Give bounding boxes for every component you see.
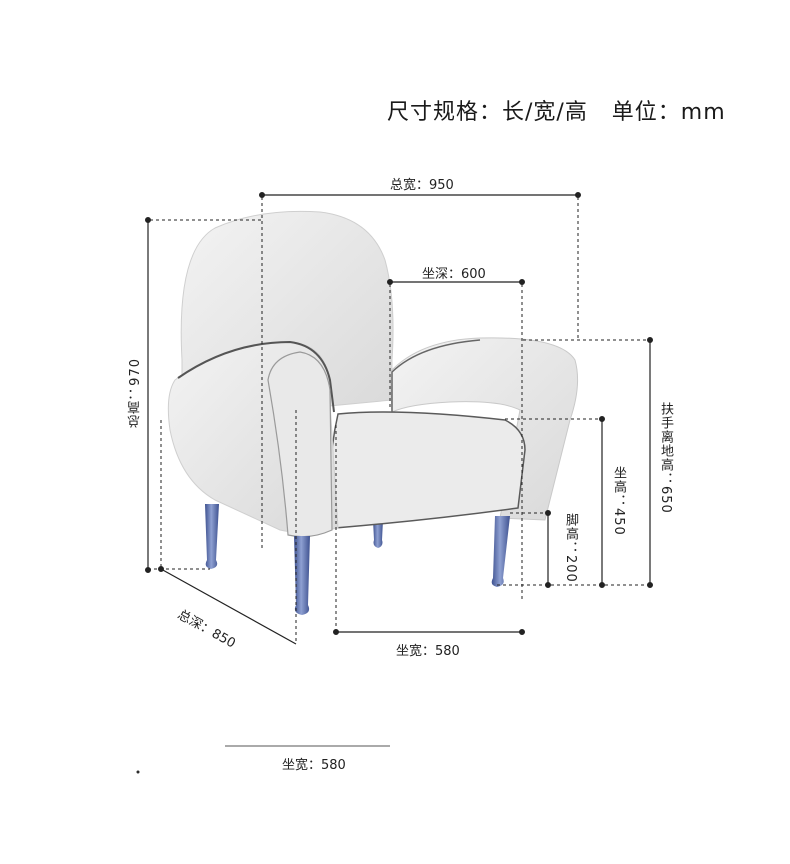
seat-width-label: 坐宽：580 <box>396 644 460 659</box>
dimension-lines <box>136 192 653 774</box>
total-height-label: 总高：970 <box>128 358 143 428</box>
total-width-label: 总宽：950 <box>390 178 454 193</box>
seat-width-bottom-label: 坐宽：580 <box>282 758 346 773</box>
front-leg-right <box>491 516 510 587</box>
front-leg-center <box>294 536 310 615</box>
spec-title: 尺寸规格：长/宽/高 单位：mm <box>387 100 726 125</box>
back-leg-center <box>373 520 383 548</box>
right-armrest <box>389 337 579 521</box>
left-arm-front <box>267 351 333 538</box>
left-arm-piping <box>177 340 335 413</box>
seat-depth-label: 坐深：600 <box>422 267 486 282</box>
leg-height-label: 脚高：200 <box>563 513 578 583</box>
seat-cushion <box>329 411 526 529</box>
seat-height-label: 坐高：450 <box>611 466 626 536</box>
front-leg-left <box>205 504 219 569</box>
armchair-illustration <box>167 210 579 615</box>
armrest-height-label: 扶手离地高：650 <box>658 402 673 514</box>
